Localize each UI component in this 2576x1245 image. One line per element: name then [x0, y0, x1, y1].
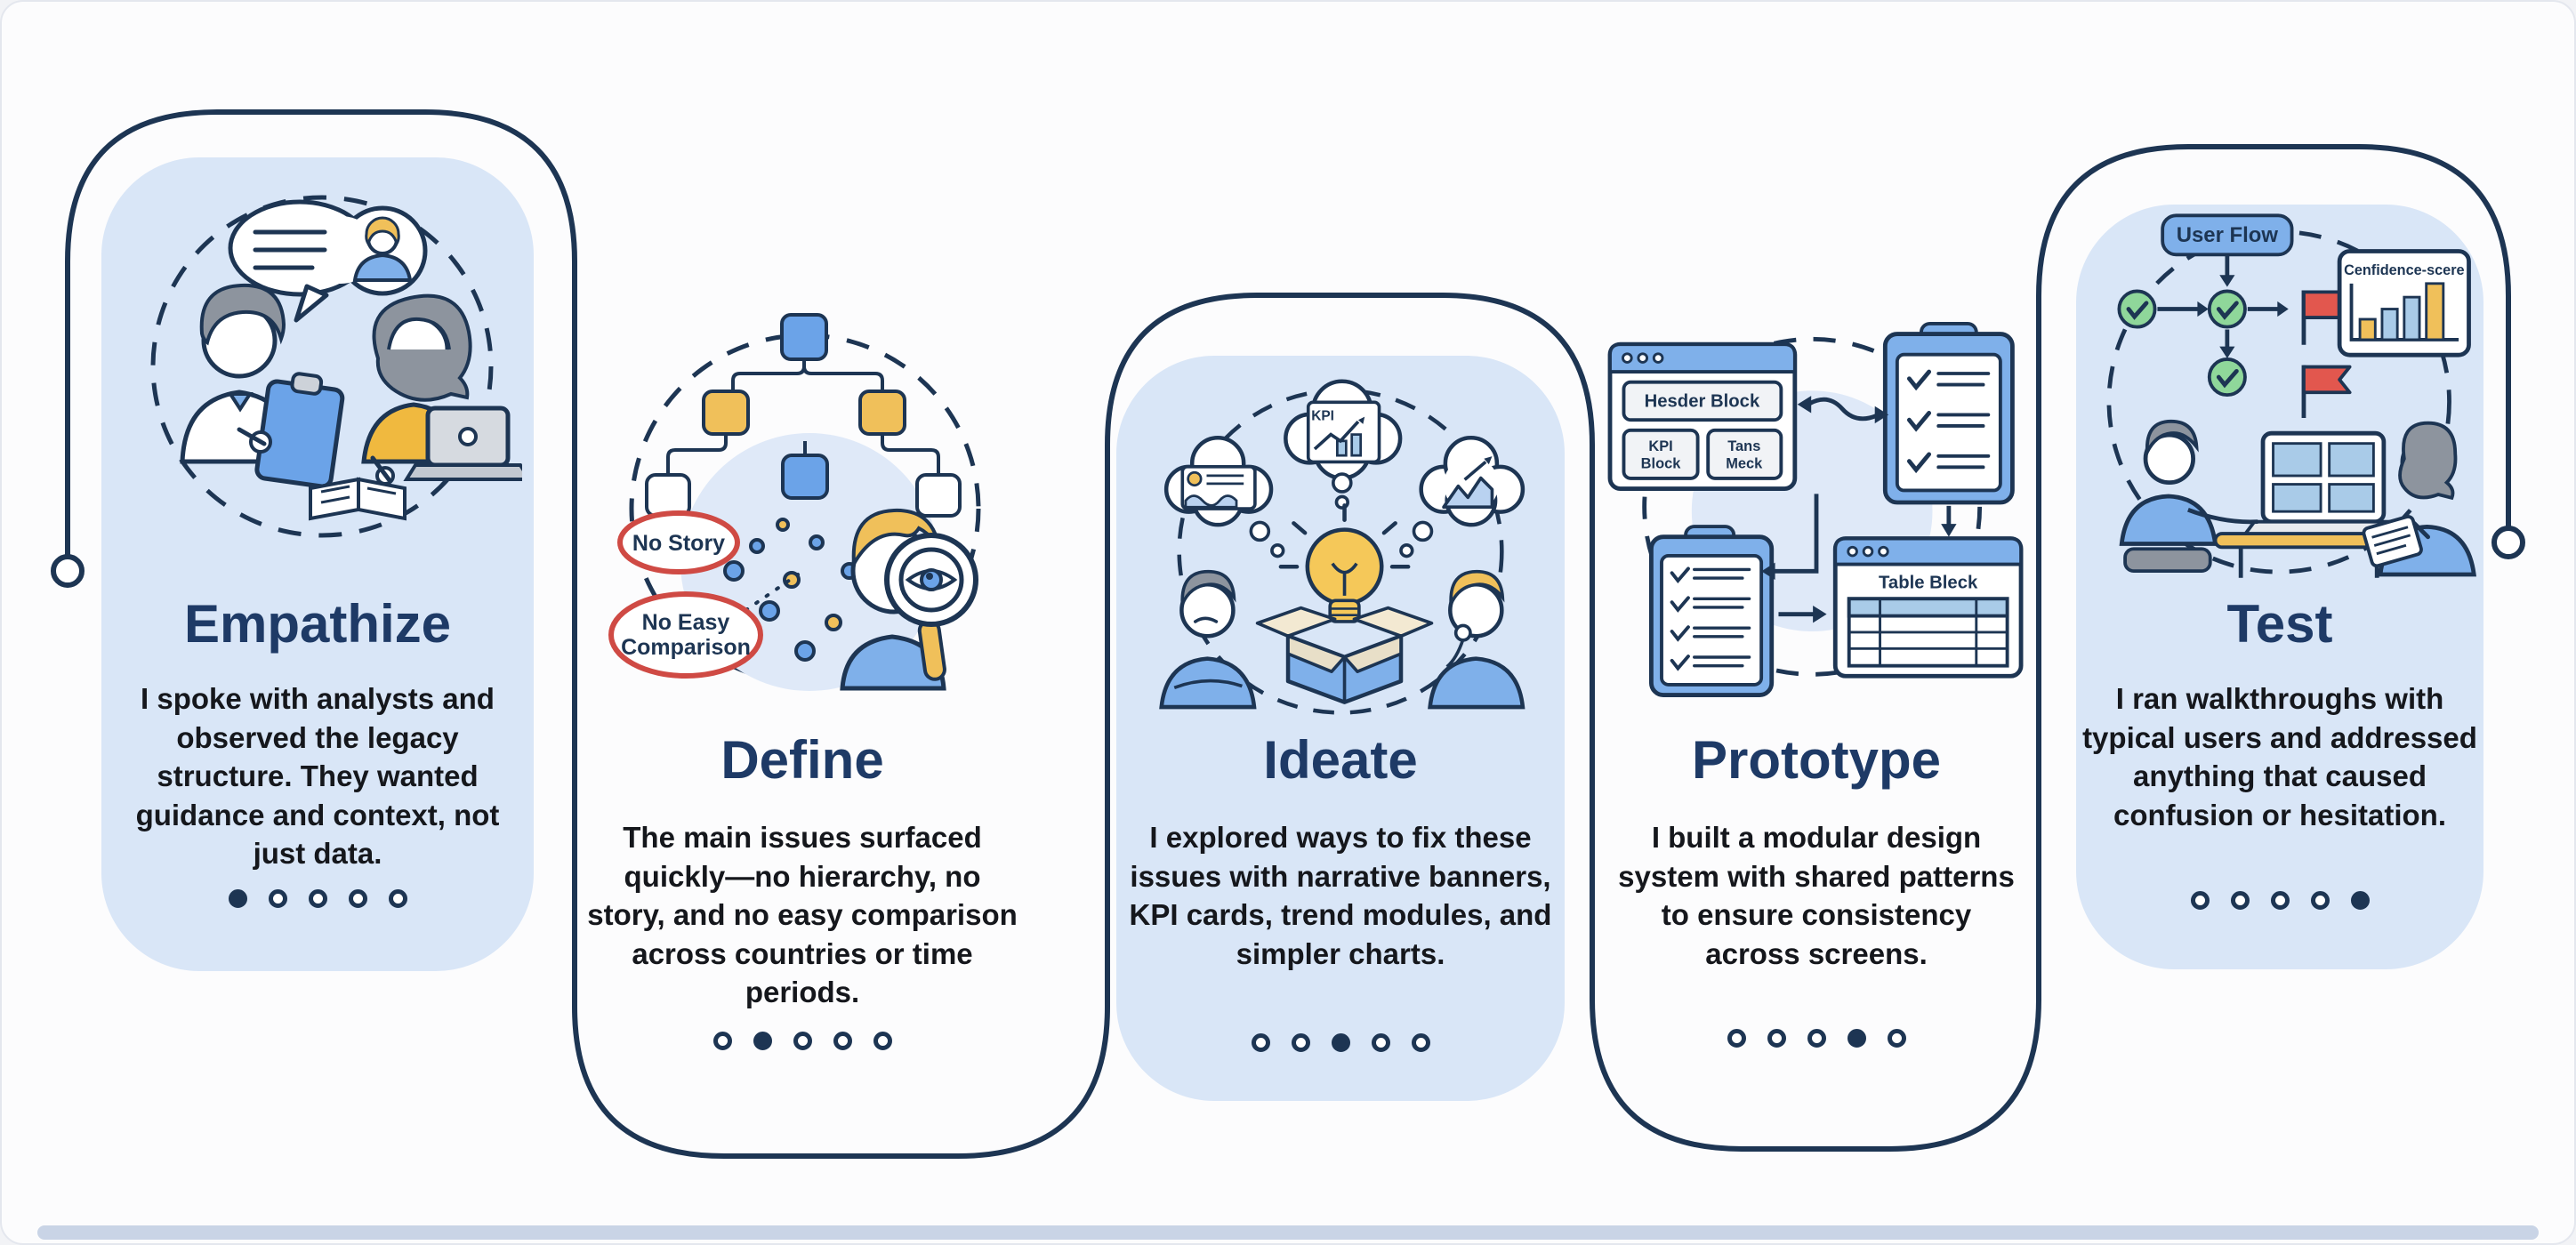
no-story-label: No Story — [632, 531, 725, 556]
progress-dot — [388, 889, 407, 908]
no-easy-label-line2: Comparison — [621, 635, 751, 660]
step-description-ideate: I explored ways to fix these issues with… — [1129, 821, 1552, 970]
user-flow-pill: User Flow — [2161, 213, 2294, 257]
progress-dot — [1411, 1033, 1430, 1052]
table-block-window: Table Bleck — [1832, 536, 2024, 679]
connector-arrowheads — [1761, 396, 1957, 623]
progress-dots-ideate — [1116, 1033, 1565, 1052]
open-box-icon — [1255, 606, 1434, 704]
header-block-label: Hesder Block — [1645, 392, 1760, 412]
dashed-circle — [629, 333, 981, 685]
progress-dot — [1847, 1029, 1866, 1048]
progress-dots-test — [2076, 891, 2483, 910]
hierarchy-tree-icon — [666, 359, 940, 475]
step-description-empathize: I spoke with analysts and observed the l… — [135, 682, 500, 871]
thought-cloud-banner — [1163, 435, 1274, 527]
tree-nodes — [645, 313, 962, 518]
kpi-block-label-line1: KPI — [1648, 438, 1672, 454]
progress-dots-prototype — [1594, 1029, 2039, 1048]
progress-dot — [2270, 891, 2290, 910]
progress-dot — [2310, 891, 2330, 910]
tans-meck-label-line1: Tans — [1727, 438, 1760, 454]
ribbon-end-terminal — [2491, 526, 2525, 559]
facilitator-person — [2362, 421, 2476, 577]
progress-dot — [2190, 891, 2210, 910]
wireframe-window: Hesder Block KPI Block Tans Meck — [1607, 341, 1798, 491]
prototype-illustration: Hesder Block KPI Block Tans Meck — [1607, 322, 2024, 697]
thought-bubbles — [1249, 472, 1434, 558]
progress-dot — [873, 1032, 892, 1050]
notebook-icon — [309, 455, 407, 521]
ideate-illustration: KPI — [1159, 379, 1525, 715]
test-illustration: User Flow C — [2106, 213, 2476, 578]
kpi-block-label-line2: Block — [1641, 455, 1682, 471]
empathize-illustration — [150, 195, 522, 538]
step-description-test: I ran walkthroughs with typical users an… — [2082, 682, 2477, 831]
progress-dot — [2230, 891, 2250, 910]
progress-dot — [1807, 1029, 1826, 1048]
progress-dot — [753, 1032, 772, 1050]
analyst-person — [309, 293, 522, 521]
progress-dot — [1331, 1033, 1350, 1052]
progress-dot — [833, 1032, 852, 1050]
participant-person — [2119, 419, 2258, 574]
no-story-badge: No Story — [617, 510, 740, 574]
step-title-test: Test — [2226, 594, 2333, 654]
tans-meck-label-line2: Meck — [1726, 455, 1763, 471]
thought-cloud-trend — [1419, 435, 1525, 527]
progress-dot — [1767, 1029, 1786, 1048]
no-easy-label-line1: No Easy — [642, 610, 730, 635]
kpi-label: KPI — [1311, 408, 1334, 423]
no-easy-comparison-badge: No Easy Comparison — [608, 591, 763, 679]
step-title-define: Define — [720, 730, 884, 790]
define-illustration: No Story No Easy Comparison — [608, 313, 981, 691]
step-description-prototype: I built a modular design system with sha… — [1618, 821, 2015, 970]
table-block-label: Table Bleck — [1879, 574, 1978, 593]
ribbon-start-terminal — [51, 554, 85, 588]
progress-dots-define — [580, 1032, 1025, 1050]
progress-dot — [348, 889, 367, 908]
thinker-left-person — [1159, 569, 1257, 710]
progress-dot — [1727, 1029, 1746, 1048]
step-description-define: The main issues surfaced quickly—no hier… — [587, 821, 1018, 1009]
flow-arrows — [2157, 254, 2279, 349]
progress-dot — [712, 1032, 732, 1050]
bottom-accent-bar — [37, 1225, 2539, 1240]
speech-bubble-icon — [228, 199, 428, 323]
usability-session-scene — [2119, 419, 2476, 578]
checklist-clipboard-bottom — [1648, 525, 1775, 697]
thought-cloud-kpi: KPI — [1284, 379, 1403, 480]
dashed-circle — [150, 195, 494, 538]
interviewer-person — [180, 283, 345, 489]
confidence-score-label: Cenfidence-scere — [2344, 262, 2464, 278]
thinker-right-person — [1428, 569, 1525, 710]
scattered-data-dots — [723, 518, 858, 662]
progress-dots-empathize — [101, 889, 534, 908]
step-title-prototype: Prototype — [1691, 730, 1942, 790]
laptop-wireframe-icon — [2241, 430, 2406, 537]
progress-dot — [1887, 1029, 1906, 1048]
observer-with-magnifier — [840, 508, 978, 691]
progress-dot — [2350, 891, 2370, 910]
progress-dot — [228, 889, 247, 908]
progress-dot — [308, 889, 327, 908]
progress-dot — [793, 1032, 812, 1050]
confidence-score-panel: Cenfidence-scere — [2337, 249, 2471, 357]
avatar-in-bubble — [352, 216, 413, 282]
checklist-clipboard-top — [1882, 322, 2015, 505]
step-title-ideate: Ideate — [1263, 730, 1418, 790]
progress-dot — [1251, 1033, 1270, 1052]
progress-dot — [268, 889, 287, 908]
clipboard-icon — [254, 372, 345, 489]
connector-arrows — [1766, 397, 1952, 617]
user-flow-label: User Flow — [2177, 223, 2279, 247]
magnifier-eye-icon — [884, 533, 978, 681]
laptop-icon — [403, 406, 522, 481]
progress-dot — [1291, 1033, 1310, 1052]
step-title-empathize: Empathize — [183, 594, 452, 654]
progress-dot — [1371, 1033, 1390, 1052]
lightbulb-icon — [1278, 503, 1411, 626]
flow-arrowheads — [2197, 275, 2289, 358]
check-circles — [2117, 289, 2247, 398]
